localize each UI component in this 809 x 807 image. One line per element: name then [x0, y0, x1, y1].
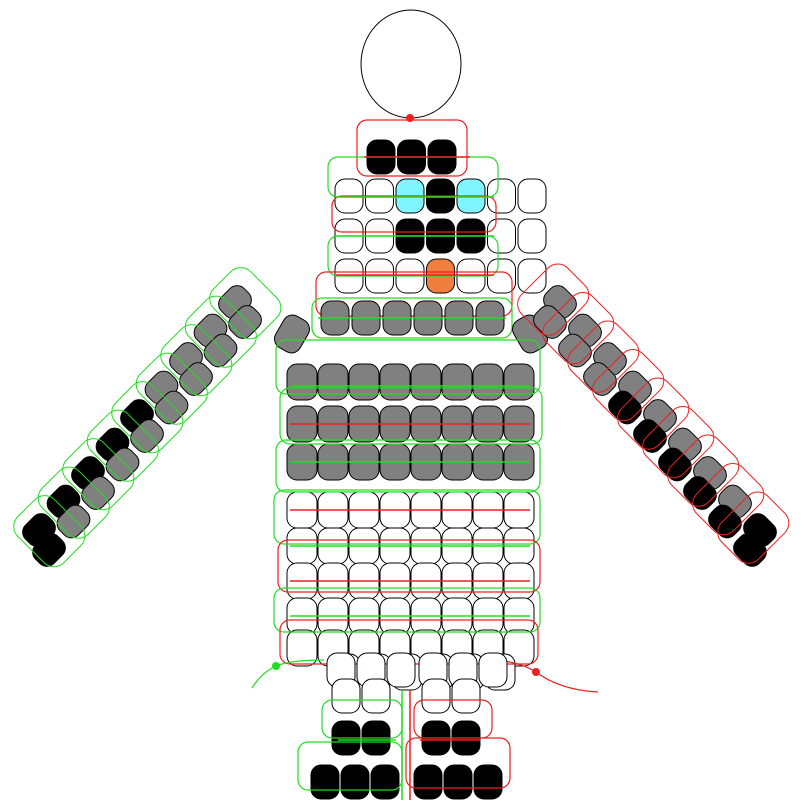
bead [474, 765, 502, 799]
bead [444, 765, 472, 799]
thread-knot-top [406, 114, 414, 122]
bead [518, 259, 546, 293]
bead [332, 679, 360, 713]
bead [371, 765, 399, 799]
bead [488, 259, 516, 293]
bead [479, 653, 507, 687]
bead [452, 679, 480, 713]
bead [414, 765, 442, 799]
thread-knot-left [272, 662, 280, 670]
bead [387, 653, 415, 687]
thread-knot-right [532, 668, 540, 676]
bead [271, 311, 313, 356]
bead [341, 765, 369, 799]
bead [518, 179, 546, 213]
bead [362, 679, 390, 713]
bead [422, 679, 450, 713]
bead [311, 765, 339, 799]
head-circle [361, 10, 461, 118]
bead [518, 219, 546, 253]
